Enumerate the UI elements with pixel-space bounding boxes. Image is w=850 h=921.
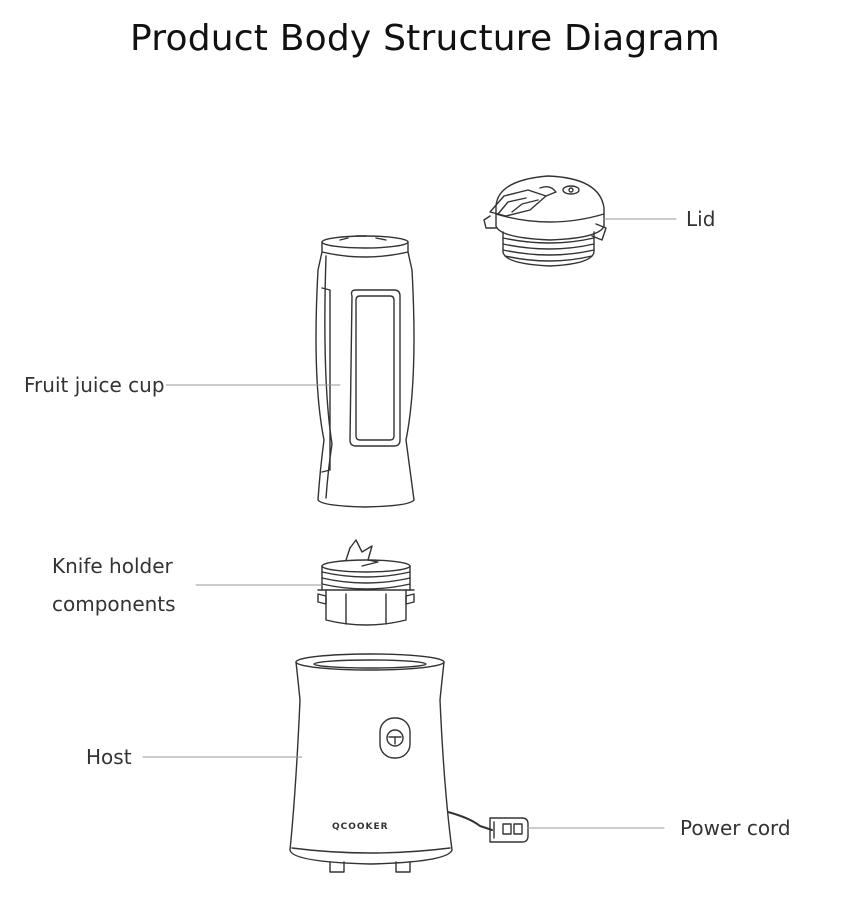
knife-holder-drawing: [317, 539, 415, 626]
label-host: Host: [86, 745, 132, 769]
lid-drawing: [483, 175, 607, 267]
fruit-juice-cup-drawing: [315, 235, 415, 508]
label-knife-holder-line1: Knife holder: [52, 554, 173, 578]
label-power-cord: Power cord: [680, 816, 791, 840]
label-lid: Lid: [686, 207, 716, 231]
host-drawing: [289, 653, 529, 873]
host-brand-logo: QCOOKER: [332, 822, 389, 832]
page-title: Product Body Structure Diagram: [130, 18, 720, 59]
label-fruit-juice-cup: Fruit juice cup: [24, 373, 165, 397]
label-knife-holder-line2: components: [52, 592, 176, 616]
